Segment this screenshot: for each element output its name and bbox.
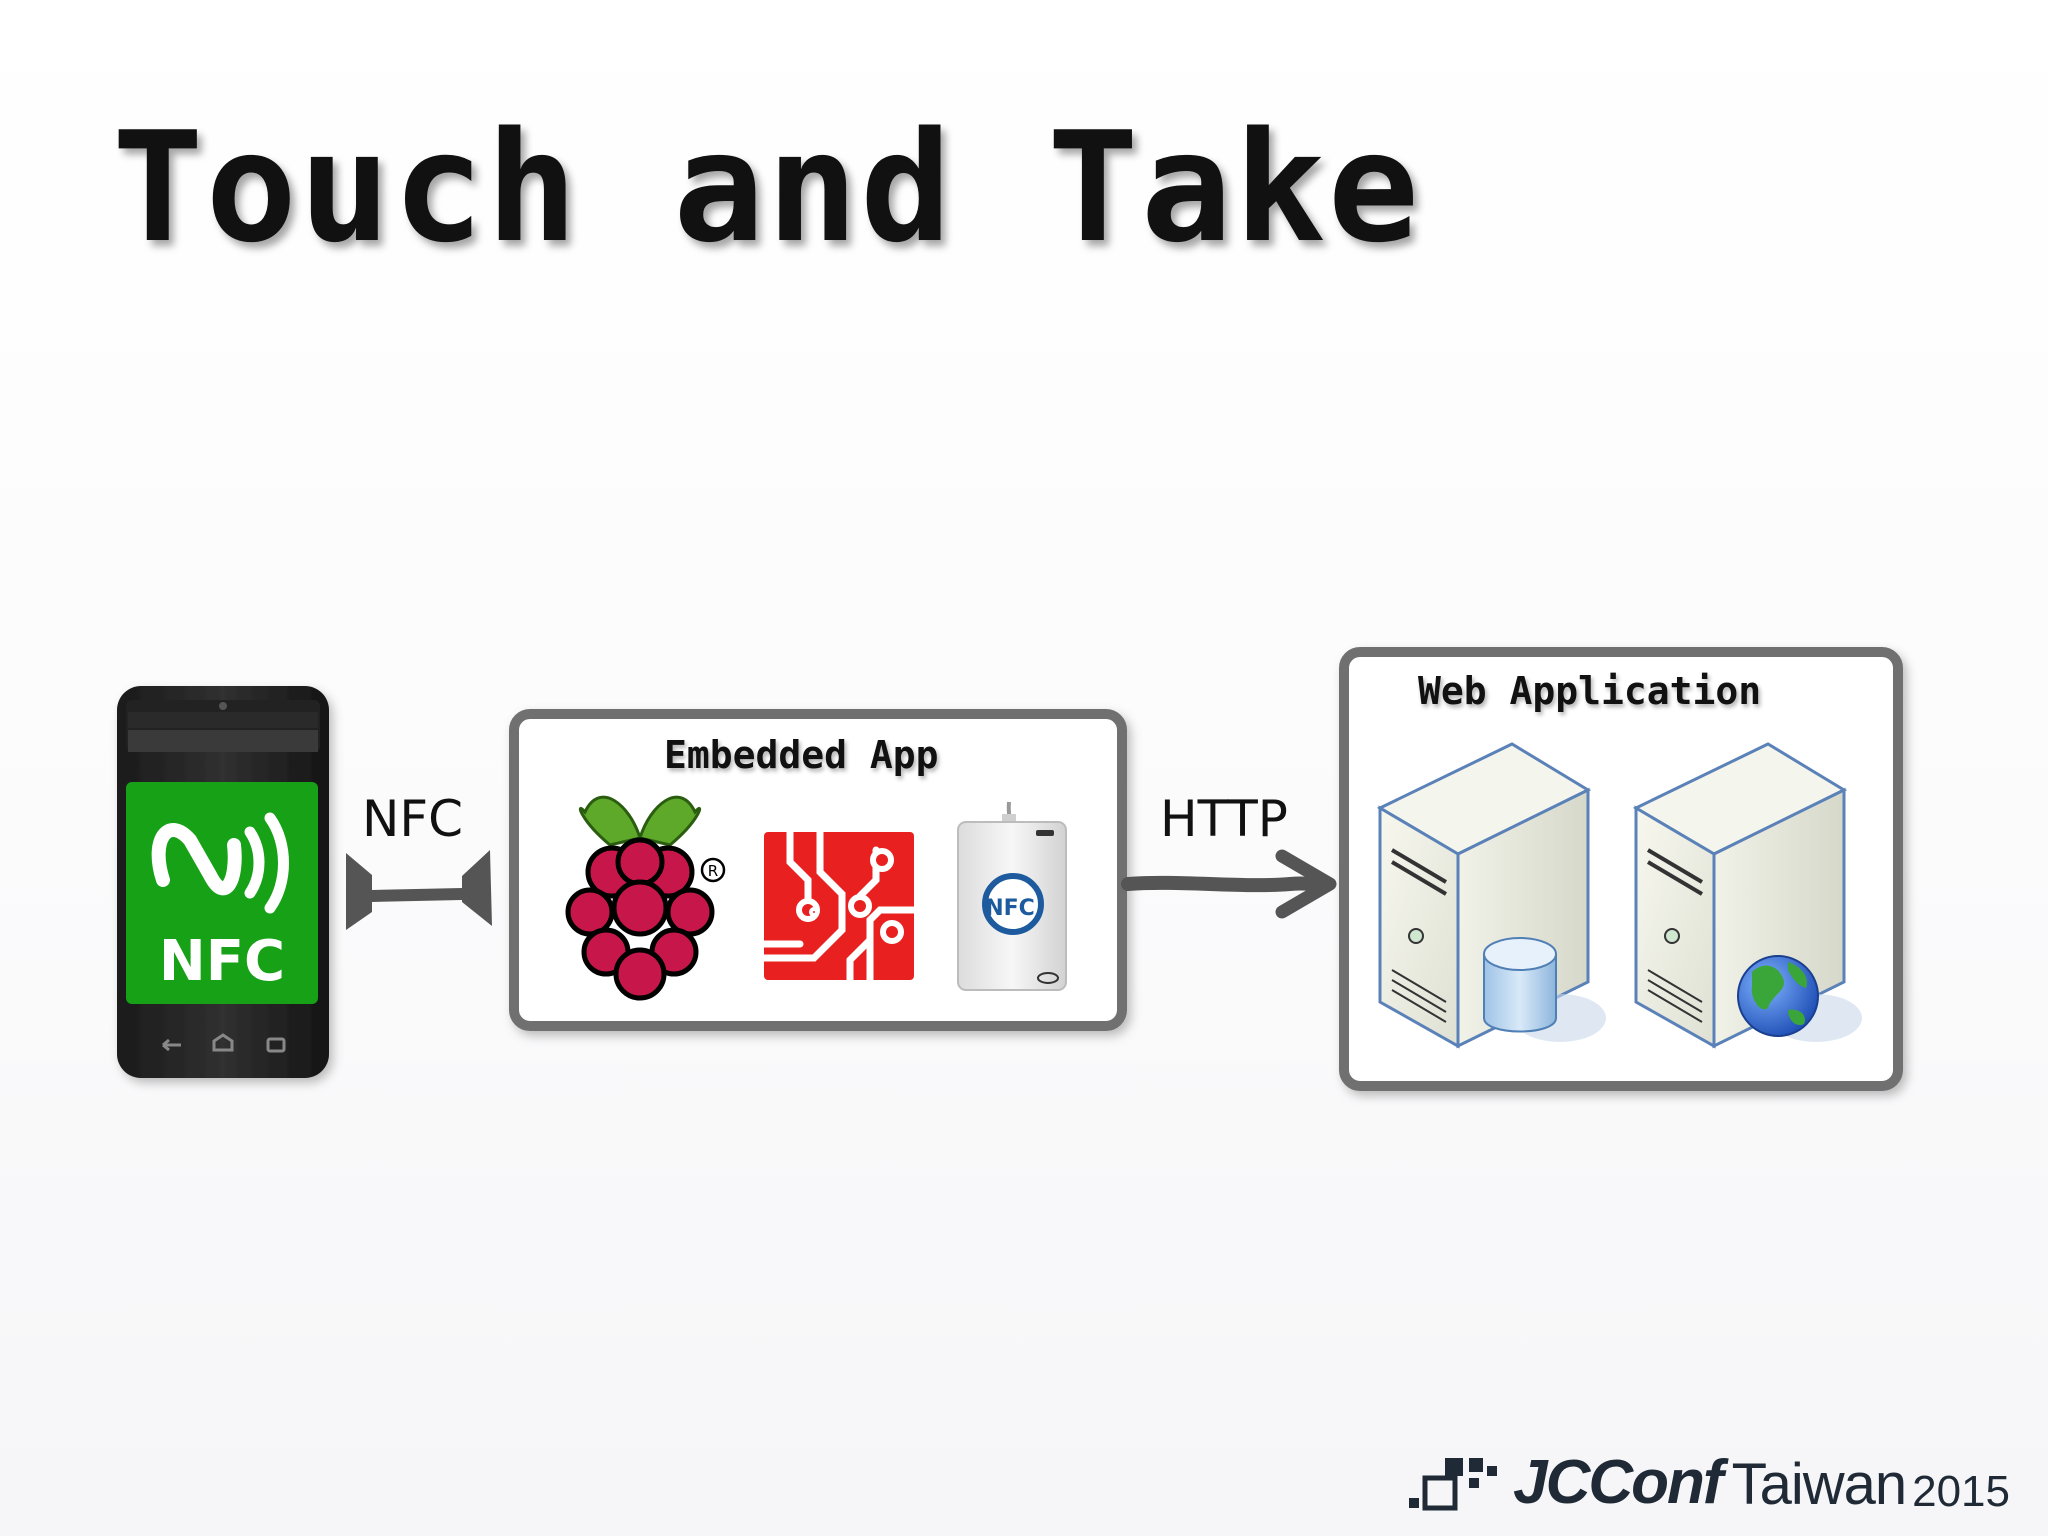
raspberry-pi-icon: R <box>565 795 726 1001</box>
android-phone-icon: NFC <box>117 686 329 1078</box>
reader-badge-label: NFC <box>985 896 1035 921</box>
phone-nav-icons <box>162 1033 286 1053</box>
brand-name: JCConf <box>1513 1448 1723 1517</box>
web-server-icon <box>1632 742 1862 1049</box>
nfc-logo-icon <box>151 812 289 914</box>
nfc-link-arrow <box>346 850 492 930</box>
nfc-reader-icon: NFC <box>957 801 1067 991</box>
http-link-label: HTTP <box>1160 794 1288 848</box>
brand-year: 2015 <box>1912 1467 2010 1516</box>
embedded-app-title: Embedded App <box>664 733 939 777</box>
database-server-icon <box>1376 742 1606 1049</box>
web-application-title: Web Application <box>1418 669 1762 713</box>
jcconf-brand: JCConf Taiwan 2015 <box>1407 1452 2010 1514</box>
phone-screen-label: NFC <box>159 929 285 994</box>
svg-text:R: R <box>708 862 718 880</box>
http-link-arrow <box>1121 849 1337 919</box>
slide-title: Touch and Take <box>112 99 1422 276</box>
circuit-board-icon <box>760 828 918 984</box>
nfc-link-label: NFC <box>362 794 464 848</box>
brand-location: Taiwan <box>1731 1452 1908 1517</box>
jcconf-logo-icon <box>1409 1458 1498 1511</box>
